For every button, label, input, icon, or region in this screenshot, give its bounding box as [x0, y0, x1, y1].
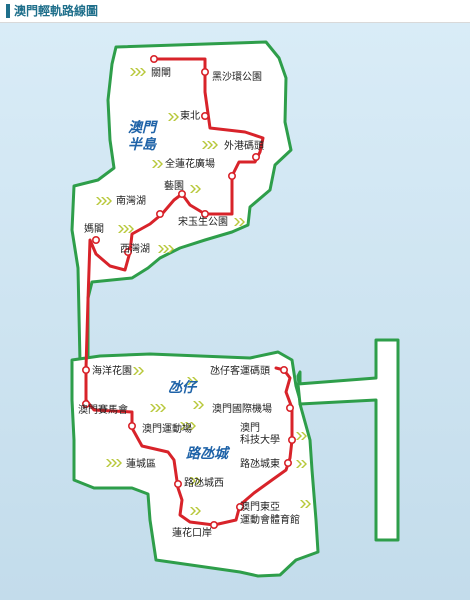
area-label-peninsula: 半島: [128, 136, 157, 153]
station-dot-cotai-west[interactable]: [174, 479, 183, 488]
station-label-outer-harbour[interactable]: 外港碼頭: [224, 140, 264, 152]
chevron-icon: [118, 225, 134, 233]
station-label-university-2[interactable]: 科技大學: [240, 433, 280, 446]
station-label-east-asian-2[interactable]: 運動會體育館: [240, 513, 300, 526]
chevron-icon: [168, 113, 179, 121]
station-dot-cotai-east[interactable]: [283, 458, 292, 467]
station-dot-sai-van[interactable]: [124, 248, 133, 257]
station-label-stadium[interactable]: 澳門運動場: [142, 422, 192, 435]
chevron-icon: [130, 68, 146, 76]
header-accent-bar: [6, 4, 10, 18]
chevron-icon: [106, 459, 122, 467]
station-dot-university[interactable]: [287, 435, 296, 444]
station-label-sai-van[interactable]: 西灣湖: [120, 243, 150, 255]
station-dot-nam-van[interactable]: [156, 210, 165, 219]
chevron-icon: [158, 245, 174, 253]
chevron-icon: [300, 500, 311, 508]
station-label-taipa-ferry[interactable]: 氹仔客運碼頭: [210, 364, 270, 377]
station-label-university-1[interactable]: 澳門: [240, 421, 260, 434]
chevron-icon: [193, 401, 204, 409]
station-label-ocean-gardens[interactable]: 海洋花園: [92, 364, 132, 377]
station-label-jockey-club[interactable]: 澳門賽馬會: [78, 403, 128, 416]
chevron-icon: [152, 160, 163, 168]
chevron-icon: [190, 477, 201, 485]
station-label-lotus-checkpoint[interactable]: 蓮花口岸: [172, 526, 212, 539]
chevron-icon: [96, 197, 112, 205]
station-dot-barrier[interactable]: [150, 54, 159, 63]
chevron-icon: [296, 432, 307, 440]
station-label-east-asian-1[interactable]: 澳門東亞: [240, 500, 280, 513]
chevron-icon: [150, 404, 166, 412]
station-dot-jockey-club[interactable]: [82, 399, 91, 408]
station-label-barra[interactable]: 媽閣: [84, 222, 104, 235]
station-label-arts-garden[interactable]: 藝園: [164, 179, 184, 192]
macau-peninsula-land: [70, 40, 293, 364]
station-dot-airport[interactable]: [285, 403, 294, 412]
station-dot-stadium[interactable]: [128, 421, 137, 430]
station-label-blacksand[interactable]: 黑沙環公園: [212, 71, 262, 83]
station-dot-sun-yat-sen[interactable]: [201, 210, 210, 219]
station-label-old-town[interactable]: 蓮城區: [126, 457, 156, 470]
map-svg: 澳門 半島 氹仔 路氹城 關閘 黑沙環公園 東北 外港碼頭 全蓮花廣場 藝園 南…: [0, 23, 470, 600]
chevron-icon: [187, 377, 198, 385]
station-label-lotus-square[interactable]: 全蓮花廣場: [165, 157, 215, 170]
station-dot-taipa-ferry[interactable]: [279, 365, 288, 374]
area-label-taipa: 氹仔: [168, 379, 199, 396]
area-label-macau: 澳門: [128, 119, 158, 136]
station-label-nam-van[interactable]: 南灣湖: [116, 194, 146, 207]
page-header: 澳門輕軌路線圖: [0, 0, 470, 23]
page-title: 澳門輕軌路線圖: [14, 4, 99, 18]
station-dot-ocean-gardens[interactable]: [82, 365, 91, 374]
station-dot-barra[interactable]: [92, 236, 101, 245]
station-label-northeast[interactable]: 東北: [180, 109, 200, 122]
station-dot-northeast[interactable]: [201, 112, 210, 121]
station-dot-blacksand[interactable]: [201, 68, 210, 77]
station-dot-lotus-checkpoint[interactable]: [210, 520, 219, 529]
chevron-markers: [96, 68, 311, 515]
chevron-icon: [180, 422, 196, 430]
chevron-icon: [202, 141, 218, 149]
chevron-icon: [190, 185, 201, 193]
chevron-icon: [190, 507, 201, 515]
chevron-icon: [133, 367, 144, 375]
station-dots: [82, 54, 296, 529]
station-label-cotai-east[interactable]: 路氹城東: [240, 457, 280, 470]
airport-runway-land: [296, 338, 400, 542]
light-rail-map: 澳門 半島 氹仔 路氹城 關閘 黑沙環公園 東北 外港碼頭 全蓮花廣場 藝園 南…: [0, 23, 470, 600]
station-dot-lotus-square[interactable]: [228, 172, 237, 181]
station-label-cotai-west[interactable]: 路氹城西: [184, 476, 224, 489]
station-label-sun-yat-sen[interactable]: 宋玉生公園: [178, 215, 228, 228]
chevron-icon: [234, 218, 245, 226]
station-label-airport[interactable]: 澳門國際機場: [212, 402, 272, 415]
station-label-barrier[interactable]: 關閘: [151, 67, 171, 79]
station-dot-arts-garden[interactable]: [178, 190, 187, 199]
area-label-cotai: 路氹城: [186, 445, 231, 462]
taipa-cotai-land: [70, 350, 334, 578]
station-dot-outer-harbour[interactable]: [252, 153, 261, 162]
station-dot-east-asian-games[interactable]: [236, 502, 245, 511]
chevron-icon: [296, 460, 307, 468]
